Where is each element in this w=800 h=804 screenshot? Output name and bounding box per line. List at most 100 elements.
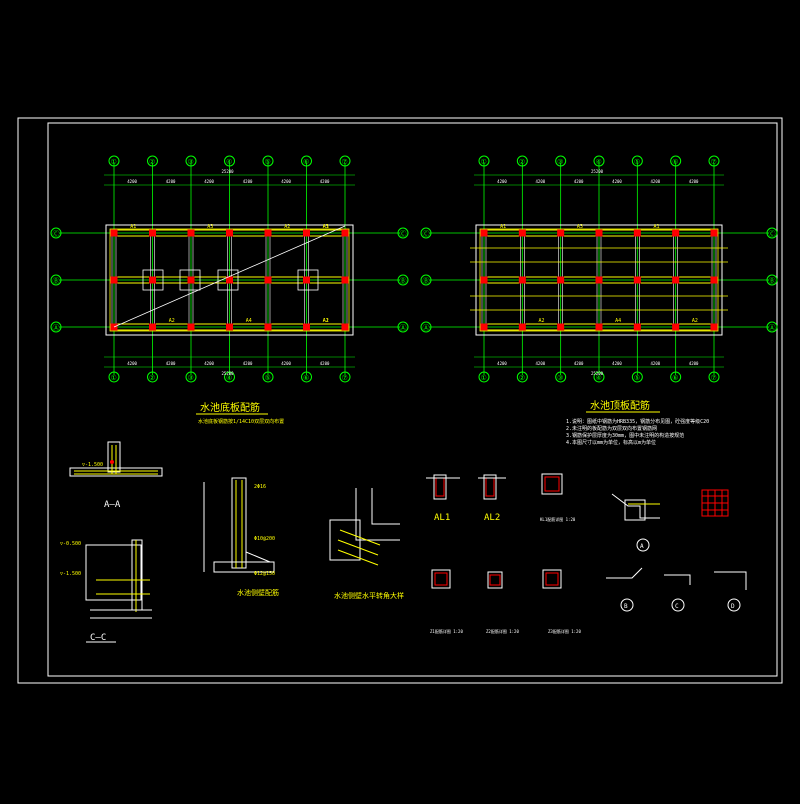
left-axis-bubble bbox=[185, 371, 197, 383]
left-axis-label: ⑤ bbox=[265, 374, 271, 382]
right-row-bubble bbox=[766, 321, 778, 333]
svg-text:▽-1.500: ▽-1.500 bbox=[82, 462, 103, 468]
right-axis-label: ⑥ bbox=[672, 374, 678, 382]
right-column bbox=[518, 276, 526, 284]
left-axis-bubble bbox=[301, 155, 312, 167]
left-row-bubble bbox=[397, 321, 409, 333]
svg-text:Φ10@200: Φ10@200 bbox=[254, 536, 275, 542]
left-dim-bottom: 4200 bbox=[320, 361, 330, 366]
left-opening bbox=[297, 269, 319, 291]
right-axis-bubble bbox=[631, 155, 643, 167]
left-axis-bubble bbox=[262, 155, 274, 167]
right-axis-bubble bbox=[708, 371, 720, 383]
right-row-label: Ⓑ bbox=[769, 277, 776, 285]
left-slab-outline bbox=[105, 224, 354, 336]
left-axis-label: ⑦ bbox=[342, 374, 348, 382]
left-column bbox=[149, 323, 156, 331]
right-dim-top: 4200 bbox=[574, 179, 584, 184]
roof-slab-plan: ①①②②③③④④⑤⑤⑥⑥⑦⑦42004200420042004200420042… bbox=[420, 155, 778, 383]
left-axis-bubble bbox=[147, 371, 158, 383]
left-axis-bubble bbox=[339, 155, 351, 167]
left-axis-label: ⑥ bbox=[303, 158, 309, 166]
left-dim-top: 4200 bbox=[127, 179, 137, 184]
left-column bbox=[226, 276, 233, 284]
left-dim-top: 4200 bbox=[204, 179, 214, 184]
right-dim-bottom: 4200 bbox=[651, 361, 661, 366]
right-column bbox=[633, 323, 641, 331]
left-dim-bottom: 4200 bbox=[166, 361, 176, 366]
left-dim-bottom: 4200 bbox=[127, 361, 137, 366]
right-axis-bubble bbox=[478, 371, 490, 383]
svg-text:▽-1.500: ▽-1.500 bbox=[60, 571, 81, 577]
left-column bbox=[187, 323, 195, 331]
left-plan-note: 水池底板钢筋按1/14C10双层双向布置 bbox=[198, 418, 284, 425]
left-axis-bubble bbox=[339, 371, 351, 383]
column-section-z1: Z1配筋详图 1:20 bbox=[430, 569, 463, 634]
right-dim-bottom: 4200 bbox=[689, 361, 699, 366]
right-axis-bubble bbox=[516, 155, 528, 167]
right-column bbox=[557, 323, 565, 331]
left-axis-label: ① bbox=[111, 374, 117, 382]
left-dim-top: 4200 bbox=[320, 179, 330, 184]
right-axis-label: ③ bbox=[557, 158, 563, 166]
right-axis-label: ③ bbox=[557, 374, 563, 382]
left-row-label: Ⓒ bbox=[53, 230, 60, 238]
corner-detail: 水池侧壁水平转角大样 bbox=[329, 488, 404, 600]
beam-section-kl1: KL1配筋详图 1:20 bbox=[540, 473, 576, 522]
right-column bbox=[672, 229, 680, 237]
left-column bbox=[341, 276, 349, 284]
right-note-1: 1.说明：图纸中钢筋为HRB335，钢筋分布见图，砼强度等级C20 bbox=[566, 418, 709, 425]
right-axis-bubble bbox=[478, 155, 490, 167]
left-opening bbox=[142, 269, 164, 291]
marker-circles: A B C D bbox=[606, 538, 747, 612]
left-beam-label: A3 bbox=[207, 224, 213, 230]
right-row-bubble bbox=[420, 321, 432, 333]
right-column bbox=[480, 323, 488, 331]
right-row-bubble bbox=[420, 274, 432, 286]
column-section-z3: Z3配筋详图 1:20 bbox=[542, 569, 581, 634]
wall-detail-title: 水池侧壁配筋 bbox=[237, 588, 279, 597]
left-opening bbox=[179, 269, 201, 291]
right-plan-title: 水池顶板配筋 bbox=[590, 399, 650, 412]
left-beam-label: A2 bbox=[323, 318, 329, 324]
left-axis-bubble bbox=[108, 155, 120, 167]
right-dim-bottom: 4200 bbox=[574, 361, 584, 366]
right-column bbox=[633, 229, 641, 237]
left-row-bubble bbox=[397, 274, 409, 286]
left-column bbox=[341, 323, 349, 331]
left-dim-bottom: 4200 bbox=[243, 361, 253, 366]
right-beam-label: A4 bbox=[615, 318, 621, 324]
left-beam-label: A4 bbox=[246, 318, 252, 324]
svg-text:D: D bbox=[731, 603, 735, 610]
left-axis-label: ④ bbox=[226, 374, 232, 382]
section-aa-label: A—A bbox=[104, 500, 121, 510]
right-dim-top: 4200 bbox=[612, 179, 622, 184]
left-row-label: Ⓐ bbox=[400, 324, 407, 332]
right-column bbox=[710, 323, 718, 331]
right-axis-bubble bbox=[555, 155, 567, 167]
svg-text:C: C bbox=[675, 603, 679, 610]
right-beam-label: A2 bbox=[539, 318, 545, 324]
right-column bbox=[595, 229, 603, 237]
left-column bbox=[226, 229, 233, 237]
svg-text:Φ12@150: Φ12@150 bbox=[254, 571, 275, 577]
right-row-label: Ⓑ bbox=[423, 277, 430, 285]
right-axis-label: ⑥ bbox=[672, 158, 678, 166]
left-beam-label: A1 bbox=[130, 224, 136, 230]
left-row-label: Ⓐ bbox=[53, 324, 60, 332]
right-axis-bubble bbox=[555, 371, 567, 383]
right-column bbox=[595, 323, 603, 331]
right-column bbox=[518, 323, 526, 331]
left-axis-bubble bbox=[224, 155, 235, 167]
right-row-bubble bbox=[766, 227, 778, 239]
kl1-label: KL1配筋详图 1:20 bbox=[540, 516, 576, 522]
left-opening bbox=[217, 269, 239, 291]
right-column bbox=[518, 229, 526, 237]
right-dim-bottom: 4200 bbox=[536, 361, 546, 366]
left-slab-inner bbox=[109, 228, 350, 332]
right-column bbox=[710, 229, 718, 237]
left-axis-label: ⑦ bbox=[342, 158, 348, 166]
left-row-bubble bbox=[50, 274, 62, 286]
